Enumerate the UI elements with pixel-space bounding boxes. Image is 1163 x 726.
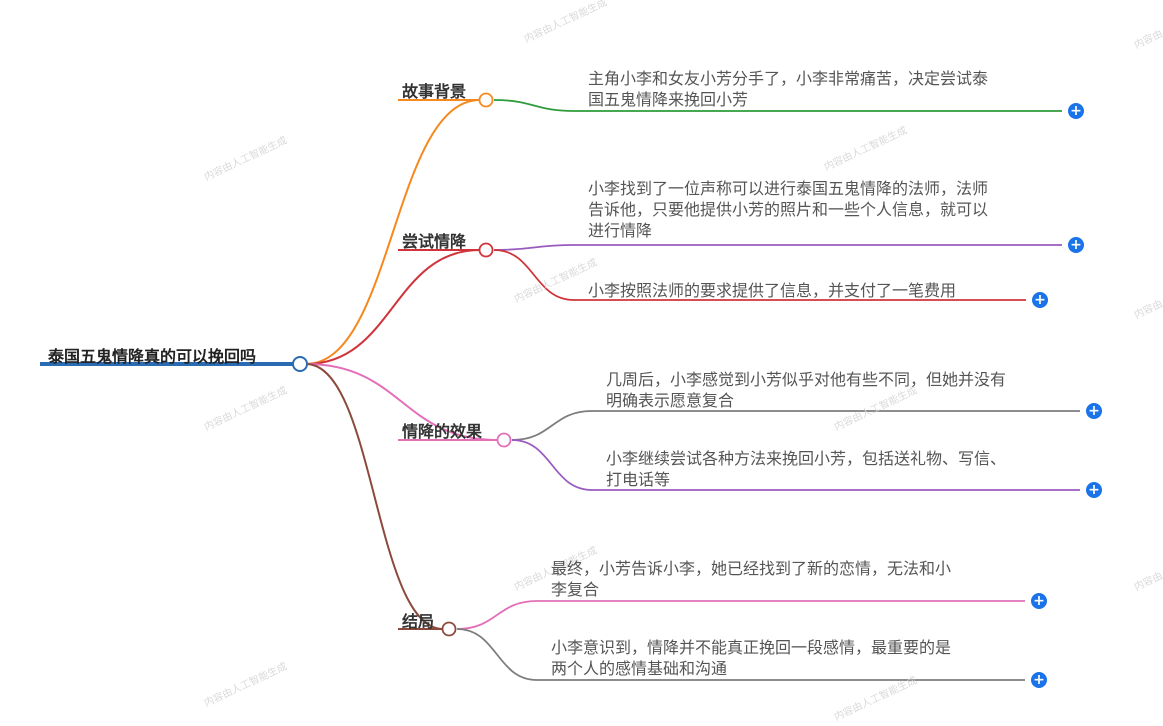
leaf-text-line: 小李意识到，情降并不能真正挽回一段感情，最重要的是 [551,638,952,657]
expand-plus-icon[interactable]: + [1031,593,1047,609]
leaf-connector [511,410,593,441]
leaf-connector [493,244,575,251]
branch-connector [305,363,499,441]
branch-topic-2[interactable]: 尝试情降 [402,232,467,251]
leaf-text-line: 两个人的感情基础和沟通 [551,659,728,678]
leaf-connector [456,600,538,630]
leaf-connector [493,99,575,112]
branch-node-circle [441,621,457,637]
leaf-connector [511,439,593,491]
leaf-text-line: 小李按照法师的要求提供了信息，并支付了一笔费用 [588,281,957,300]
expand-plus-icon[interactable]: + [1086,482,1102,498]
branch-topic-1[interactable]: 故事背景 [402,82,467,101]
leaf-text-line: 进行情降 [588,221,653,240]
leaf-text-line: 打电话等 [606,470,671,489]
leaf-text-line: 主角小李和女友小芳分手了，小李非常痛苦，决定尝试泰 [588,69,989,88]
branch-node-circle [478,242,494,258]
branch-node-circle [496,432,512,448]
branch-topic-4[interactable]: 结局 [402,612,435,631]
leaf-connector [456,628,538,681]
leaf-text-line: 小李继续尝试各种方法来挽回小芳，包括送礼物、写信、 [606,449,1007,468]
leaf-text-line: 最终，小芳告诉小李，她已经找到了新的恋情，无法和小 [551,559,952,578]
branch-topic-3[interactable]: 情降的效果 [402,422,483,441]
expand-plus-icon[interactable]: + [1068,237,1084,253]
branch-connector [305,249,481,365]
root-topic[interactable]: 泰国五鬼情降真的可以挽回吗 [48,347,257,366]
leaf-text-line: 告诉他，只要他提供小芳的照片和一些个人信息，就可以 [588,200,989,219]
expand-plus-icon[interactable]: + [1031,672,1047,688]
branch-connector [305,99,481,365]
leaf-connector [493,249,575,301]
leaf-text-line: 几周后，小李感觉到小芳似乎对他有些不同，但她并没有 [606,370,1007,389]
root-node-circle [292,356,308,372]
leaf-text-line: 小李找到了一位声称可以进行泰国五鬼情降的法师，法师 [588,179,989,198]
branch-connector [305,363,444,630]
leaf-text-line: 明确表示愿意复合 [606,391,735,410]
leaf-text-line: 李复合 [551,580,600,599]
expand-plus-icon[interactable]: + [1032,292,1048,308]
expand-plus-icon[interactable]: + [1068,103,1084,119]
expand-plus-icon[interactable]: + [1086,403,1102,419]
branch-node-circle [478,92,494,108]
leaf-text-line: 国五鬼情降来挽回小芳 [588,90,749,109]
